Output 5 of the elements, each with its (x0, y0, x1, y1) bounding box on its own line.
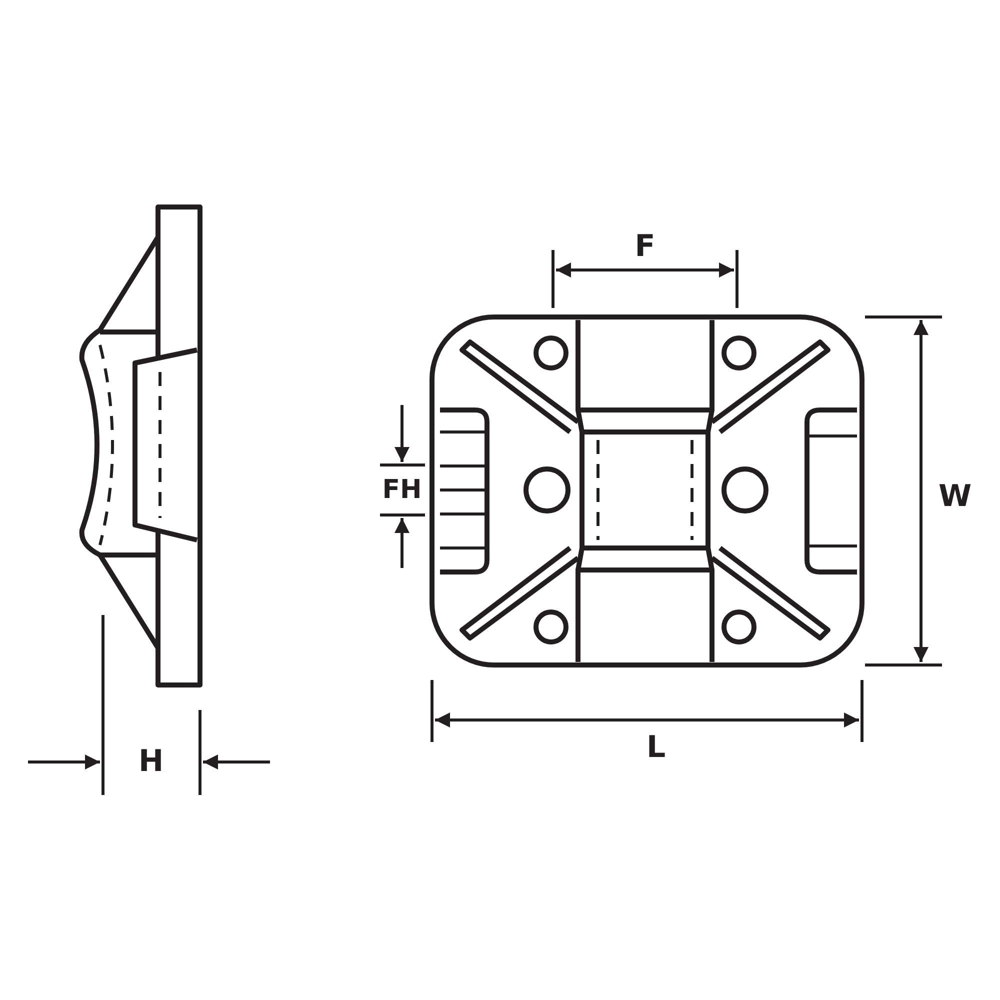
dimension-label: L (646, 733, 666, 763)
dimension-label: W (938, 482, 972, 512)
dimension-label: F (634, 232, 656, 262)
dimension-label: H (138, 747, 164, 777)
dimension-label: FH (382, 477, 422, 503)
